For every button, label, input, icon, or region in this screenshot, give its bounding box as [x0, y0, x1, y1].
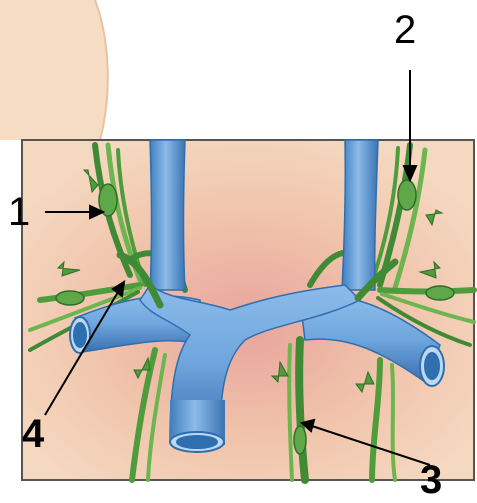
label-1: 1 [8, 192, 30, 232]
label-3: 3 [420, 460, 442, 500]
label-2: 2 [394, 10, 416, 50]
label-4: 4 [22, 414, 44, 454]
skin-shoulder-shape [0, 0, 108, 140]
